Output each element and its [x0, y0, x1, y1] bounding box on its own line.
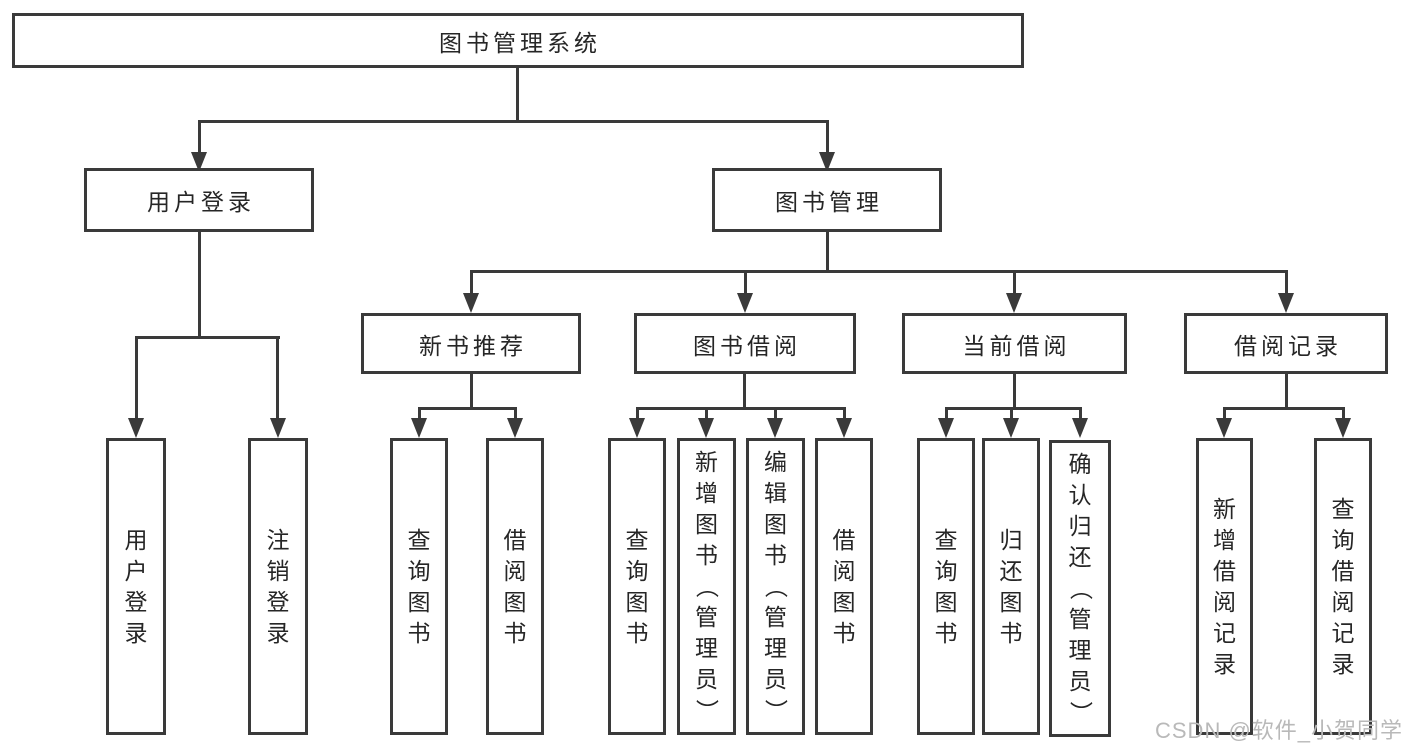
- node-user-login: 用户登录: [84, 168, 314, 232]
- leaf-query-books-borrow: 查询图书: [608, 438, 666, 735]
- arrow-down: [507, 418, 523, 438]
- connector-line: [1285, 270, 1288, 295]
- connector-line: [826, 120, 829, 154]
- arrow-down: [270, 418, 286, 438]
- leaf-borrow-books-recommend: 借阅图书: [486, 438, 544, 735]
- arrow-down: [629, 418, 645, 438]
- connector-line: [1223, 407, 1226, 420]
- leaf-borrow-books: 借阅图书: [815, 438, 873, 735]
- connector-line: [470, 374, 473, 407]
- arrow-down: [411, 418, 427, 438]
- arrow-down: [191, 152, 207, 172]
- arrow-down: [737, 293, 753, 313]
- leaf-confirm-return-admin: 确认归还（管理员）: [1049, 440, 1111, 737]
- connector-line: [470, 270, 473, 295]
- leaf-edit-book-admin: 编辑图书（管理员）: [746, 438, 805, 735]
- node-new-book-recommend: 新书推荐: [361, 313, 581, 374]
- connector-line: [198, 232, 201, 336]
- arrow-down: [938, 418, 954, 438]
- node-library-management-system: 图书管理系统: [12, 13, 1024, 68]
- connector-line: [843, 407, 846, 420]
- connector-line: [418, 407, 517, 410]
- connector-line: [135, 336, 280, 339]
- connector-line: [1342, 407, 1345, 420]
- connector-line: [774, 407, 777, 420]
- connector-line: [1013, 270, 1016, 295]
- connector-line: [945, 407, 1082, 410]
- node-current-borrow: 当前借阅: [902, 313, 1127, 374]
- connector-line: [826, 232, 829, 270]
- arrow-down: [1216, 418, 1232, 438]
- connector-line: [1223, 407, 1345, 410]
- csdn-watermark: CSDN @软件_小贺同学: [1155, 718, 1404, 743]
- connector-line: [470, 270, 1288, 273]
- arrow-down: [1072, 418, 1088, 438]
- node-book-management: 图书管理: [712, 168, 942, 232]
- connector-line: [636, 407, 639, 420]
- arrow-down: [767, 418, 783, 438]
- connector-line: [514, 407, 517, 420]
- connector-line: [705, 407, 708, 420]
- node-book-borrow: 图书借阅: [634, 313, 856, 374]
- connector-line: [1013, 374, 1016, 407]
- connector-line: [1010, 407, 1013, 420]
- connector-line: [516, 68, 519, 120]
- connector-line: [1285, 374, 1288, 407]
- connector-line: [276, 336, 279, 420]
- connector-line: [198, 120, 829, 123]
- arrow-down: [698, 418, 714, 438]
- connector-line: [198, 120, 201, 154]
- leaf-return-book: 归还图书: [982, 438, 1040, 735]
- leaf-query-borrow-record: 查询借阅记录: [1314, 438, 1372, 735]
- leaf-user-login: 用户登录: [106, 438, 166, 735]
- leaf-add-borrow-record: 新增借阅记录: [1196, 438, 1253, 735]
- arrow-down: [819, 152, 835, 172]
- arrow-down: [1278, 293, 1294, 313]
- arrow-down: [463, 293, 479, 313]
- leaf-add-book-admin: 新增图书（管理员）: [677, 438, 736, 735]
- leaf-logout: 注销登录: [248, 438, 308, 735]
- connector-line: [135, 336, 138, 420]
- node-borrow-records: 借阅记录: [1184, 313, 1388, 374]
- connector-line: [743, 374, 746, 407]
- connector-line: [945, 407, 948, 420]
- connector-line: [418, 407, 421, 420]
- arrow-down: [1335, 418, 1351, 438]
- connector-line: [1079, 407, 1082, 420]
- arrow-down: [1003, 418, 1019, 438]
- leaf-query-books-recommend: 查询图书: [390, 438, 448, 735]
- arrow-down: [1006, 293, 1022, 313]
- arrow-down: [836, 418, 852, 438]
- arrow-down: [128, 418, 144, 438]
- leaf-query-books-current: 查询图书: [917, 438, 975, 735]
- connector-line: [636, 407, 846, 410]
- connector-line: [744, 270, 747, 295]
